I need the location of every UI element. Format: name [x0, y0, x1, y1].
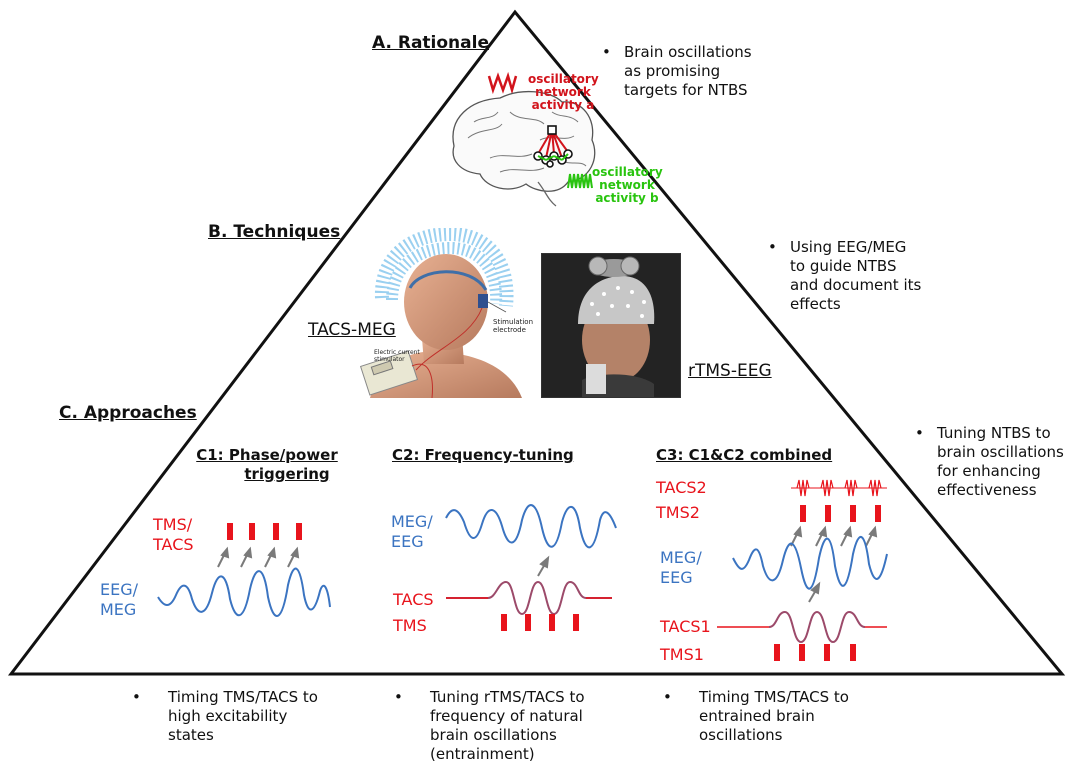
label-line: activity a	[531, 98, 595, 112]
c3-tms1-label: TMS1	[660, 645, 704, 664]
bullet-dot: •	[915, 424, 924, 442]
rtms-eeg-photo-art	[542, 254, 680, 397]
c2-meg-trace	[445, 504, 617, 549]
tacs-electrode-label: Stimulation electrode	[493, 318, 533, 334]
tacs-meg-illustration	[360, 228, 522, 399]
label-line: EEG	[660, 568, 693, 587]
c3-arrow-bottom	[808, 581, 821, 603]
c1-title: C1: Phase/power triggering	[182, 446, 352, 484]
side-bullet-rationale: • Brain oscillations as promising target…	[602, 43, 752, 100]
bullet-line: as promising	[624, 62, 721, 80]
c2-pulses	[501, 614, 579, 631]
bullet-line: states	[168, 726, 214, 744]
bullet-line: targets for NTBS	[624, 81, 748, 99]
bullet-dot: •	[602, 43, 611, 61]
label-line: MEG/	[660, 548, 702, 567]
brain-illustration	[452, 71, 596, 207]
bullet-line: brain oscillations	[937, 443, 1064, 461]
label-line: stimulator	[374, 356, 405, 363]
c1-pulses	[227, 523, 302, 540]
c3-graphic	[717, 479, 888, 661]
c3-tacs1-label: TACS1	[660, 617, 711, 636]
bullet-line: Brain oscillations	[624, 43, 752, 61]
heading-approaches: C. Approaches	[59, 403, 197, 423]
bullet-dot: •	[663, 688, 672, 706]
bullet-line: brain oscillations	[430, 726, 557, 744]
bottom-bullet-c2: • Tuning rTMS/TACS to frequency of natur…	[394, 688, 585, 764]
c3-title: C3: C1&C2 combined	[656, 446, 833, 464]
bullet-line: high excitability	[168, 707, 288, 725]
c1-signal-label: EEG/ MEG	[100, 580, 138, 620]
c3-tms1-pulses	[774, 644, 856, 661]
label-line: network	[535, 85, 591, 99]
c2-arrow	[537, 555, 550, 577]
bottom-bullet-c3: • Timing TMS/TACS to entrained brain osc…	[663, 688, 849, 745]
side-bullet-techniques: • Using EEG/MEG to guide NTBS and docume…	[768, 238, 922, 314]
label-line: oscillatory	[528, 72, 599, 86]
label-line: Electric current	[374, 349, 420, 356]
bullet-line: Timing TMS/TACS to	[168, 688, 318, 706]
bottom-bullet-c1: • Timing TMS/TACS to high excitability s…	[132, 688, 318, 745]
label-line: EEG/	[100, 580, 139, 599]
bullet-line: Using EEG/MEG	[790, 238, 907, 256]
brain-label-activity-a: oscillatory network activity a	[528, 72, 599, 112]
bullet-line: Tuning NTBS to	[937, 424, 1051, 442]
bullet-line: oscillations	[699, 726, 783, 744]
technique-label-tacs-meg: TACS-MEG	[308, 320, 396, 340]
heading-rationale: A. Rationale	[372, 33, 489, 53]
bullet-line: Tuning rTMS/TACS to	[430, 688, 585, 706]
c2-signal-label: MEG/ EEG	[391, 512, 433, 552]
c3-tacs2-trace	[791, 479, 887, 497]
bullet-line: Timing TMS/TACS to	[699, 688, 849, 706]
label-line: network	[599, 178, 655, 192]
c3-tacs2-label: TACS2	[656, 478, 707, 497]
brain-label-activity-b: oscillatory network activity b	[592, 165, 663, 205]
c2-graphic	[445, 504, 617, 631]
label-line: electrode	[493, 326, 526, 334]
c2-tacs-trace	[446, 580, 612, 616]
c1-eeg-trace	[157, 567, 331, 618]
c3-tacs1-trace	[717, 610, 887, 644]
c3-meg-trace	[732, 535, 888, 590]
c3-arrows-top	[790, 525, 878, 547]
bullet-dot: •	[768, 238, 777, 256]
c2-tacs-label: TACS	[393, 590, 434, 609]
label-line: MEG/	[391, 512, 433, 531]
c3-signal-label: MEG/ EEG	[660, 548, 702, 588]
bullet-line: for enhancing	[937, 462, 1041, 480]
bullet-line: effectiveness	[937, 481, 1037, 499]
c1-stim-label: TMS/ TACS	[153, 515, 194, 555]
bullet-dot: •	[394, 688, 403, 706]
side-bullet-approaches: • Tuning NTBS to brain oscillations for …	[915, 424, 1064, 500]
bullet-line: to guide NTBS	[790, 257, 897, 275]
bullet-line: frequency of natural	[430, 707, 583, 725]
label-line: TACS	[153, 535, 194, 554]
heading-techniques: B. Techniques	[208, 222, 341, 242]
label-line: EEG	[391, 532, 424, 551]
c3-tms2-label: TMS2	[656, 503, 700, 522]
bullet-dot: •	[132, 688, 141, 706]
tacs-stimulator-label: Electric current stimulator	[374, 349, 420, 363]
bullet-line: entrained brain	[699, 707, 815, 725]
c1-arrows	[217, 546, 300, 568]
label-line: TMS/	[153, 515, 193, 534]
label-line: MEG	[100, 600, 137, 619]
c3-tms2-pulses	[800, 505, 881, 522]
technique-label-rtms-eeg: rTMS-EEG	[688, 361, 772, 381]
bullet-line: effects	[790, 295, 841, 313]
c2-title: C2: Frequency-tuning	[392, 446, 574, 464]
label-line: oscillatory	[592, 165, 663, 179]
c2-tms-label: TMS	[393, 616, 427, 635]
title-line: triggering	[244, 465, 330, 483]
title-line: C1: Phase/power	[196, 446, 338, 464]
label-line: Stimulation	[493, 318, 534, 326]
bullet-line: (entrainment)	[430, 745, 535, 763]
c1-graphic	[157, 523, 331, 618]
bullet-line: and document its	[790, 276, 922, 294]
label-line: activity b	[595, 191, 659, 205]
rtms-eeg-photo	[541, 253, 681, 398]
